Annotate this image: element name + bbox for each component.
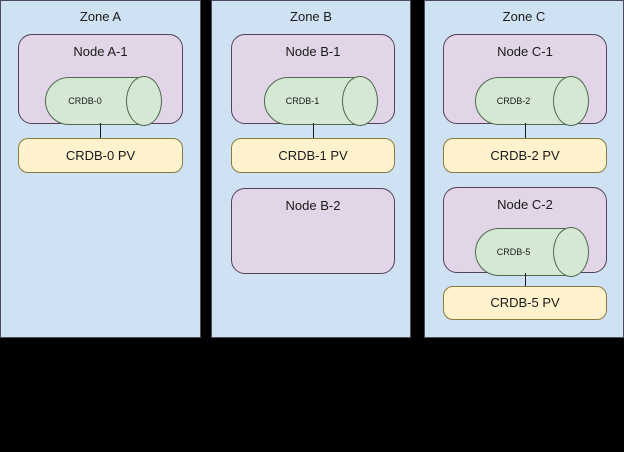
pv-label-crdb-2-pv: CRDB-2 PV [490, 147, 560, 163]
node-b-2-box[interactable]: Node B-2 [231, 188, 395, 274]
database-label-crdb-2: CRDB-2 [496, 96, 531, 106]
cylinder-cap-icon [553, 227, 589, 277]
zone-c-container[interactable]: Zone C Node C-1 CRDB-2 CRDB-2 PV Node C-… [424, 0, 624, 338]
database-cylinder-crdb-1[interactable]: CRDB-1 [264, 76, 378, 126]
node-a-1-box[interactable]: Node A-1 CRDB-0 [18, 34, 183, 126]
pv-box-crdb-2-pv[interactable]: CRDB-2 PV [443, 138, 607, 173]
node-c-1-title: Node C-1 [497, 44, 553, 59]
cylinder-cap-icon [126, 76, 162, 126]
zone-a-container[interactable]: Zone A Node A-1 CRDB-0 CRDB-0 PV [0, 0, 201, 338]
connector-node-c-1-to-crdb-2-pv [525, 123, 526, 139]
zone-c-title: Zone C [502, 9, 546, 24]
node-c-2-box[interactable]: Node C-2 CRDB-5 [443, 187, 607, 277]
connector-node-b-1-to-crdb-1-pv [313, 123, 314, 139]
node-b-1-box[interactable]: Node B-1 CRDB-1 [231, 34, 395, 126]
connector-node-a-1-to-crdb-0-pv [100, 123, 101, 139]
zone-b-title: Zone B [290, 9, 332, 24]
node-c-1-box[interactable]: Node C-1 CRDB-2 [443, 34, 607, 126]
database-label-crdb-5: CRDB-5 [496, 247, 531, 257]
connector-node-c-2-to-crdb-5-pv [525, 273, 526, 287]
pv-label-crdb-0-pv: CRDB-0 PV [65, 147, 136, 163]
cylinder-cap-icon [553, 76, 589, 126]
zone-b-container[interactable]: Zone B Node B-1 CRDB-1 CRDB-1 PV Node B-… [211, 0, 411, 338]
node-c-2-title: Node C-2 [497, 197, 553, 212]
pv-label-crdb-5-pv: CRDB-5 PV [490, 295, 560, 310]
pv-box-crdb-1-pv[interactable]: CRDB-1 PV [231, 138, 395, 173]
node-a-1-title: Node A-1 [73, 44, 128, 59]
pv-box-crdb-0-pv[interactable]: CRDB-0 PV [18, 138, 183, 173]
database-label-crdb-1: CRDB-1 [285, 96, 320, 106]
database-cylinder-crdb-2[interactable]: CRDB-2 [475, 76, 589, 126]
pv-label-crdb-1-pv: CRDB-1 PV [278, 147, 348, 163]
zone-a-title: Zone A [79, 9, 122, 24]
cylinder-cap-icon [342, 76, 378, 126]
database-label-crdb-0: CRDB-0 [68, 96, 102, 106]
node-b-2-title: Node B-2 [285, 198, 341, 213]
database-cylinder-crdb-5[interactable]: CRDB-5 [475, 227, 589, 277]
database-cylinder-crdb-0[interactable]: CRDB-0 [45, 76, 162, 126]
pv-box-crdb-5-pv[interactable]: CRDB-5 PV [443, 286, 607, 320]
node-b-1-title: Node B-1 [285, 44, 341, 59]
